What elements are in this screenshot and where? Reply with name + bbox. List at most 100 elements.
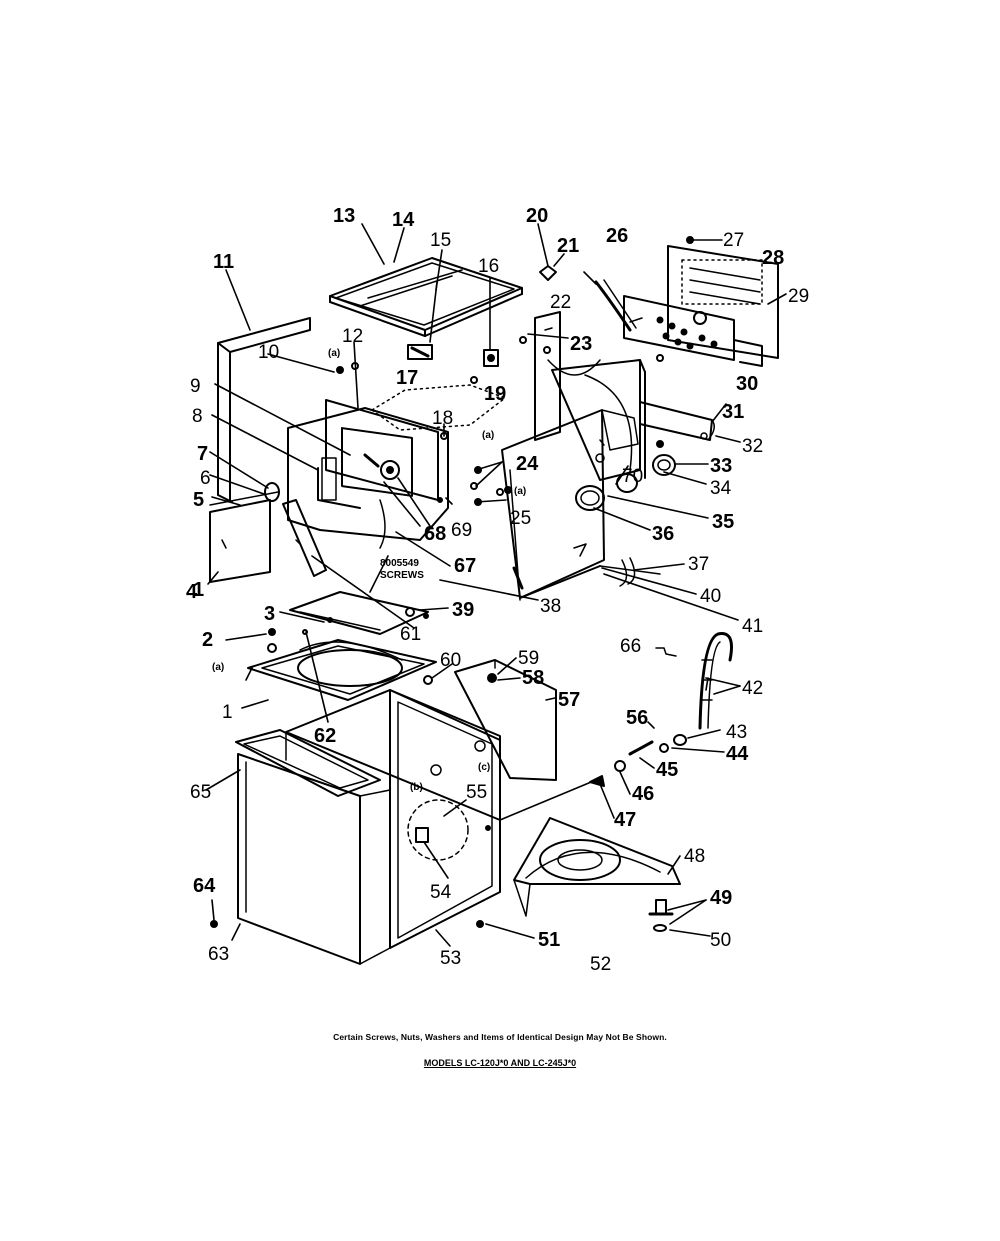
wire-harness: [594, 279, 643, 332]
callout-43: 43: [726, 722, 747, 743]
callout-46: 46: [632, 783, 654, 805]
motor-bracket: [639, 401, 715, 441]
callout-32: 32: [742, 436, 763, 457]
callout-62: 62: [314, 725, 336, 747]
callout-24: 24: [516, 453, 539, 475]
callout-5: 5: [193, 489, 204, 511]
callout-65: 65: [190, 782, 211, 803]
cabinet: [235, 689, 501, 965]
callout-numbers: 1 1 1 2 3 4 5 6 7 8 9 10 11 12 13 14 15 …: [186, 205, 809, 975]
callout-70: 70: [622, 466, 643, 487]
callout-1-main: 1: [222, 702, 233, 723]
callout-11: 11: [213, 251, 234, 273]
ref-a-side: (a): [482, 430, 494, 441]
callout-15: 15: [430, 230, 451, 251]
callout-10: 10: [258, 342, 279, 363]
callout-42: 42: [742, 678, 763, 699]
callout-55: 55: [466, 782, 487, 803]
callout-51: 51: [538, 929, 560, 951]
callout-58: 58: [522, 667, 544, 689]
rear-frame: [534, 311, 646, 481]
callout-59: 59: [518, 648, 539, 669]
callout-25: 25: [510, 508, 531, 529]
callout-27: 27: [723, 230, 744, 251]
callout-29: 29: [788, 286, 809, 307]
callout-54: 54: [430, 882, 452, 903]
callout-64: 64: [193, 875, 216, 897]
control-box: [623, 245, 779, 367]
callout-61: 61: [400, 624, 421, 645]
fasteners: [210, 236, 694, 928]
callout-7: 7: [197, 443, 208, 465]
callout-12: 12: [342, 326, 363, 347]
callout-45: 45: [656, 759, 678, 781]
clamp-21: [539, 265, 557, 281]
callout-30: 30: [736, 373, 758, 395]
callout-40: 40: [700, 586, 721, 607]
leveling-leg: [648, 899, 674, 932]
callout-21: 21: [557, 235, 579, 257]
callout-57: 57: [558, 689, 580, 711]
footnote: Certain Screws, Nuts, Washers and Items …: [333, 1032, 667, 1042]
callout-19: 19: [484, 383, 506, 405]
callout-48: 48: [684, 846, 705, 867]
callout-28: 28: [762, 247, 784, 269]
base-pan: [513, 817, 681, 917]
callout-2: 2: [202, 629, 213, 651]
front-shroud-plate: [289, 591, 429, 635]
callout-23: 23: [570, 333, 592, 355]
callout-60: 60: [440, 650, 461, 671]
callout-38: 38: [540, 596, 561, 617]
callout-6: 6: [200, 468, 211, 489]
callout-16: 16: [478, 256, 499, 277]
callout-36: 36: [652, 523, 674, 545]
ref-a-base: (a): [212, 662, 224, 673]
callout-14: 14: [392, 209, 415, 231]
callout-37: 37: [688, 554, 709, 575]
callout-8: 8: [192, 406, 203, 427]
left-trim-strip: [282, 499, 327, 577]
callout-47: 47: [614, 809, 636, 831]
callout-39: 39: [452, 599, 474, 621]
callout-13: 13: [333, 205, 355, 227]
callout-44: 44: [726, 743, 749, 765]
hose-fittings: [589, 734, 687, 787]
access-panel: [209, 499, 271, 583]
callout-4: 4: [186, 581, 198, 603]
grommet-6: [264, 482, 280, 502]
callout-31: 31: [722, 401, 744, 423]
callout-33: 33: [710, 455, 732, 477]
callout-52: 52: [590, 954, 611, 975]
callout-66: 66: [620, 636, 641, 657]
callout-67: 67: [454, 555, 476, 577]
rear-panel: [454, 659, 557, 781]
callout-26: 26: [606, 225, 628, 247]
right-side-panel: [501, 409, 676, 601]
ref-a-top: (a): [328, 348, 340, 359]
callout-50: 50: [710, 930, 731, 951]
leader-lines: [205, 223, 787, 947]
top-cover: [329, 257, 523, 337]
callout-20: 20: [526, 205, 548, 227]
ref-b: (b): [410, 782, 423, 793]
screws-label: SCREWS: [380, 570, 424, 581]
callout-49: 49: [710, 887, 732, 909]
callout-41: 41: [742, 616, 763, 637]
callout-17: 17: [396, 367, 418, 389]
callout-1: 1: [193, 579, 204, 601]
callout-53: 53: [440, 948, 461, 969]
lid-switch-bracket: [407, 281, 438, 360]
ref-a-side2: (a): [514, 486, 526, 497]
lid-switch: [483, 349, 499, 367]
panel-trim-5: [209, 491, 279, 506]
callout-35: 35: [712, 511, 734, 533]
ref-c: (c): [478, 762, 490, 773]
control-panel: [287, 399, 449, 549]
callout-63: 63: [208, 944, 229, 965]
callout-69: 69: [451, 520, 472, 541]
screws-part-number: 8005549: [380, 558, 419, 569]
callout-3: 3: [264, 603, 275, 625]
callout-68: 68: [424, 523, 446, 545]
callout-9: 9: [190, 376, 201, 397]
